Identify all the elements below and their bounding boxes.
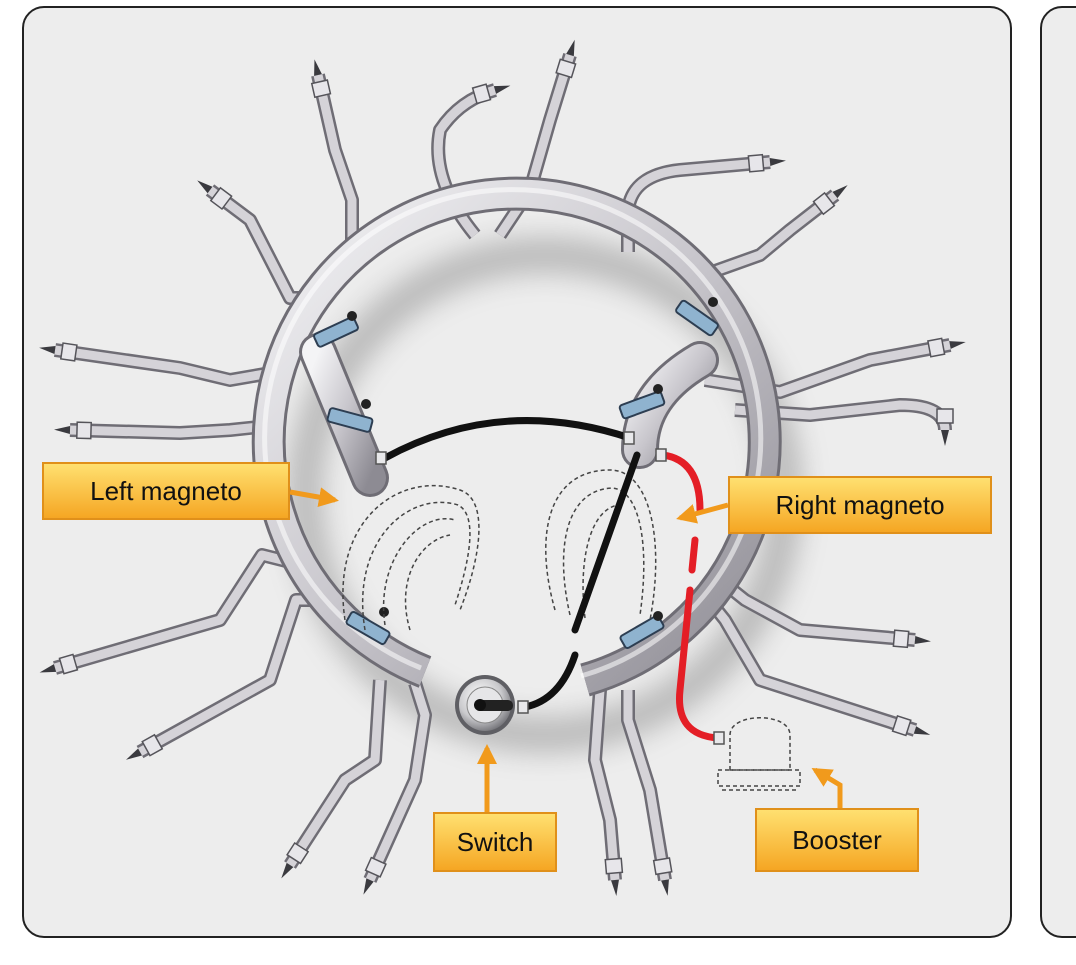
harness-clamp bbox=[619, 615, 665, 649]
spark-plug-ferrule bbox=[76, 421, 92, 440]
spark-plug-terminal bbox=[363, 878, 374, 895]
spark-plug-lead bbox=[54, 345, 289, 385]
spark-plug-ferrule bbox=[310, 79, 332, 99]
spark-plug-terminal bbox=[661, 879, 669, 896]
spark-plug-ferrule bbox=[652, 857, 673, 876]
spark-plug-ferrule bbox=[471, 83, 492, 105]
spark-plug-terminal bbox=[949, 341, 966, 349]
spark-plug-ferrule bbox=[747, 153, 765, 173]
spark-plug-terminal bbox=[281, 862, 294, 879]
booster-outline bbox=[717, 717, 801, 791]
adjacent-panel-edge bbox=[1040, 6, 1076, 938]
right-magneto-arrow bbox=[676, 502, 729, 524]
spark-plug-terminal bbox=[913, 726, 931, 735]
booster-label: Booster bbox=[755, 808, 919, 872]
spark-plug-ferrule bbox=[892, 629, 910, 649]
spark-plug-lead bbox=[590, 689, 620, 881]
ground-wire-left-to-right bbox=[381, 417, 634, 462]
spark-plug-ferrule bbox=[555, 58, 577, 79]
switch-label: Switch bbox=[433, 812, 557, 872]
harness-clamp bbox=[326, 407, 374, 433]
spark-plug-lead bbox=[286, 679, 385, 868]
spark-plug-ferrule bbox=[604, 857, 624, 875]
spark-plug-ferrule bbox=[936, 408, 954, 424]
spark-plug-lead-outline bbox=[53, 548, 304, 675]
harness-clamp bbox=[345, 611, 391, 645]
clamp-bolt bbox=[361, 399, 371, 409]
spark-plug-ferrule bbox=[209, 186, 233, 211]
harness-clamp bbox=[675, 299, 719, 337]
clamp-bolt bbox=[653, 611, 663, 621]
right-magneto-outline bbox=[545, 469, 657, 621]
spark-plug-ferrule bbox=[58, 653, 79, 675]
spark-plug-terminal bbox=[39, 664, 57, 673]
spark-plug-lead bbox=[365, 681, 430, 882]
spark-plug-terminal bbox=[54, 426, 71, 434]
callout-arrows bbox=[289, 487, 843, 812]
harness-clamp bbox=[618, 390, 666, 420]
spark-plug-terminal bbox=[314, 59, 322, 76]
spark-plug-terminal bbox=[566, 39, 575, 57]
right-magneto-label: Right magneto bbox=[728, 476, 992, 534]
spark-plug-lead bbox=[688, 191, 838, 285]
spark-plug-lead bbox=[496, 53, 575, 238]
spark-plug-terminal bbox=[832, 185, 848, 199]
clamp-bolt bbox=[708, 297, 718, 307]
spark-plug-ferrule bbox=[812, 191, 836, 216]
spark-plug-terminal bbox=[493, 85, 511, 94]
left-magneto-label: Left magneto bbox=[42, 462, 290, 520]
spark-plug-terminal bbox=[126, 748, 142, 760]
spark-plug-terminal bbox=[611, 879, 619, 896]
clamp-bolt bbox=[653, 384, 663, 394]
clamp-bolt bbox=[379, 607, 389, 617]
left-magneto-arrow bbox=[289, 487, 339, 508]
spark-plug-lead bbox=[137, 595, 316, 756]
spark-plug-terminal bbox=[914, 636, 931, 644]
spark-plug-lead bbox=[734, 400, 950, 431]
booster-wire bbox=[659, 451, 722, 742]
switch-icon bbox=[455, 675, 515, 735]
left-magneto-outline bbox=[342, 484, 480, 631]
spark-plug-ferrule bbox=[927, 337, 946, 358]
spark-plug-lead bbox=[623, 690, 670, 881]
spark-plug-terminal bbox=[39, 346, 56, 354]
wire-terminals bbox=[375, 431, 725, 745]
spark-plug-ferrule bbox=[141, 733, 164, 757]
spark-plug-ferrule bbox=[891, 714, 912, 737]
spark-plug-terminal bbox=[769, 158, 786, 166]
ground-wire-to-switch bbox=[521, 451, 641, 711]
clamp-bolt bbox=[347, 311, 357, 321]
spark-plug-terminal bbox=[941, 430, 949, 446]
spark-plug-ferrule bbox=[286, 841, 310, 865]
spark-plug-terminal bbox=[197, 180, 213, 194]
booster-arrow bbox=[811, 767, 843, 808]
spark-plug-lead bbox=[207, 186, 320, 303]
harness-clamp bbox=[313, 316, 359, 348]
harness-clamps bbox=[313, 297, 719, 649]
spark-plug-ferrule bbox=[364, 856, 387, 878]
spark-plug-ferrule bbox=[59, 342, 78, 362]
